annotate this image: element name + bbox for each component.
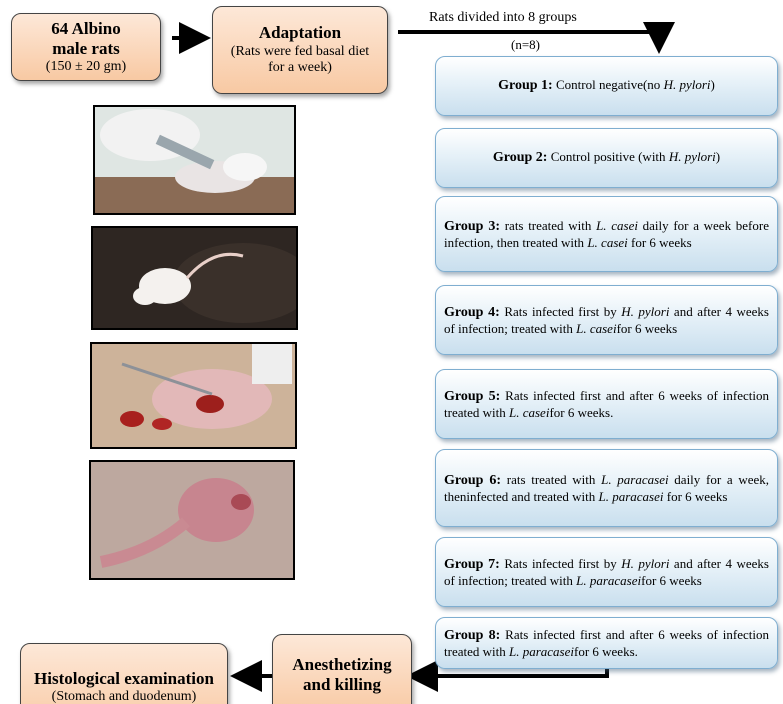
group-box-7: Group 7: Rats infected first by H. pylor… [435, 537, 778, 607]
group-text-part: Rats infected first by [499, 555, 622, 571]
group-text-8: Group 8: Rats infected first and after 6… [444, 627, 769, 660]
n-label: (n=8) [511, 37, 540, 52]
group-text-1: Group 1: Control negative(no H. pylori) [498, 77, 715, 95]
arrow-adaptation-to-groups [398, 22, 675, 54]
group-box-1: Group 1: Control negative(no H. pylori) [435, 56, 778, 116]
group-heading: Group 7: [444, 556, 500, 572]
species-name: H. pylori [621, 555, 670, 571]
group-text-part: Control positive (with [547, 149, 669, 165]
group-text-part: rats treated with [500, 217, 597, 233]
group-heading: Group 3: [444, 218, 501, 234]
anesthetizing-box: Anesthetizing and killing [272, 634, 412, 704]
photo-white-rat [91, 226, 298, 330]
group-heading: Group 1: [498, 78, 553, 94]
anesthetizing-title: Anesthetizing and killing [292, 654, 392, 694]
group-text-part: Rats infected first and after 6 weeks of… [444, 626, 769, 660]
photo-dissection [90, 342, 297, 449]
group-text-part: for 6 weeks. [549, 405, 614, 421]
adaptation-box: Adaptation (Rats were fed basal diet for… [212, 6, 388, 94]
group-text-part: for 6 weeks [663, 489, 728, 505]
group-box-2: Group 2: Control positive (with H. pylor… [435, 128, 778, 188]
group-text-6: Group 6: rats treated with L. paracasei … [444, 472, 769, 505]
species-name: H. pylori [621, 303, 670, 319]
species-name: L. casei [596, 217, 638, 233]
group-text-part: Control negative(no [552, 77, 664, 93]
group-heading: Group 4: [444, 304, 500, 320]
histology-title: Histological examination [34, 668, 214, 688]
group-text-part: and after 4 weeks of infection; treated … [444, 555, 769, 589]
species-name: L. paracasei [508, 644, 574, 660]
start-box: 64 Albino male rats (150 ± 20 gm) [11, 13, 161, 81]
group-text-part: ) [715, 149, 721, 165]
species-name: L. paracasei [601, 471, 669, 487]
species-name: L. paracasei [598, 489, 664, 505]
group-text-2: Group 2: Control positive (with H. pylor… [493, 149, 720, 167]
group-text-part: ) [710, 77, 715, 93]
group-box-6: Group 6: rats treated with L. paracasei … [435, 449, 778, 527]
start-line3: (150 ± 20 gm) [45, 58, 127, 74]
species-name: H. pylori [668, 149, 716, 165]
adaptation-title: Adaptation [258, 23, 342, 43]
species-name: L. casei [508, 405, 550, 421]
adaptation-body: (Rats were fed basal diet for a week) [230, 43, 370, 76]
photo-oral-gavage [93, 105, 296, 215]
group-box-4: Group 4: Rats infected first by H. pylor… [435, 285, 778, 355]
histology-box: Histological examination (Stomach and du… [20, 643, 228, 704]
group-text-part: daily for a week before infection, then … [444, 217, 769, 251]
group-heading: Group 8: [444, 627, 501, 643]
group-heading: Group 6: [444, 472, 502, 488]
group-text-part: Rats infected first by [499, 303, 622, 319]
group-text-part: for 6 weeks. [573, 644, 638, 660]
histology-body: (Stomach and duodenum) [51, 688, 197, 704]
species-name: L. paracasei [576, 573, 642, 589]
group-text-part: Rats infected first and after 6 weeks of… [444, 387, 769, 421]
group-text-5: Group 5: Rats infected first and after 6… [444, 388, 769, 421]
group-text-part: rats treated with [501, 471, 602, 487]
species-name: L. casei [576, 321, 617, 337]
group-text-part: for 6 weeks [627, 235, 692, 251]
group-box-5: Group 5: Rats infected first and after 6… [435, 369, 778, 439]
group-box-3: Group 3: rats treated with L. casei dail… [435, 196, 778, 272]
group-text-7: Group 7: Rats infected first by H. pylor… [444, 556, 769, 589]
group-box-8: Group 8: Rats infected first and after 6… [435, 617, 778, 669]
group-text-3: Group 3: rats treated with L. casei dail… [444, 218, 769, 251]
group-text-part: for 6 weeks [616, 321, 678, 337]
group-text-4: Group 4: Rats infected first by H. pylor… [444, 304, 769, 337]
start-line1: 64 Albino [51, 18, 121, 38]
photo-stomach [89, 460, 295, 580]
group-text-part: daily for a week, theninfected and treat… [444, 471, 770, 505]
group-heading: Group 5: [444, 388, 501, 404]
divided-label: Rats divided into 8 groups [429, 10, 577, 25]
group-text-part: and after 4 weeks of infection; treated … [444, 303, 769, 337]
group-text-part: for 6 weeks [641, 573, 702, 589]
start-line2: male rats [52, 38, 120, 58]
group-heading: Group 2: [492, 150, 548, 166]
species-name: L. casei [587, 235, 628, 251]
species-name: H. pylori [663, 77, 711, 93]
